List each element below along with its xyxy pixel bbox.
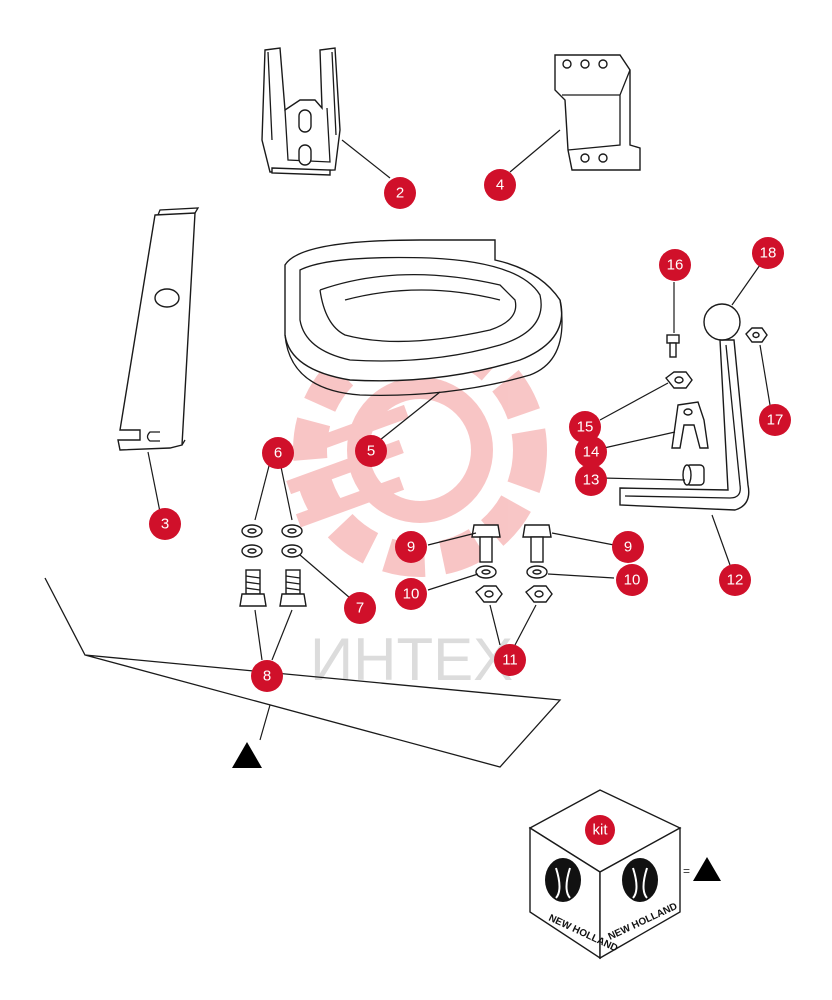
callout-17: 17 (759, 404, 791, 436)
callout-number: 15 (577, 419, 594, 436)
callout-number: 9 (624, 539, 632, 556)
callout-badge (494, 644, 526, 676)
callout-badge (569, 411, 601, 443)
callout-badge (262, 437, 294, 469)
callout-18: 18 (752, 237, 784, 269)
callout-number: 14 (583, 444, 600, 461)
part-7-lock-washers (241, 544, 303, 558)
watermark-text: ИНТЕХ (310, 626, 513, 693)
callout-number: 7 (356, 600, 364, 617)
part-17-nut (745, 327, 768, 343)
callout-9: 9 (612, 531, 644, 563)
callout-12: 12 (719, 564, 751, 596)
callout-number: 4 (496, 177, 504, 194)
part-12-lever (619, 339, 750, 511)
part-18-knob (703, 303, 741, 341)
callout-number: 6 (274, 445, 282, 462)
part-2-bracket (261, 47, 341, 176)
equals-sign: = (683, 864, 690, 878)
callout-5: 5 (355, 435, 387, 467)
callout-badge (395, 531, 427, 563)
callout-badge (395, 578, 427, 610)
callout-4: 4 (484, 169, 516, 201)
callout-badge (759, 404, 791, 436)
kit-cube: NEW HOLLAND NEW HOLLAND (528, 789, 682, 960)
part-11-nuts (475, 585, 553, 603)
callout-8: 8 (251, 660, 283, 692)
callout-number: 3 (161, 516, 169, 533)
callout-number: 2 (396, 185, 404, 202)
callout-13: 13 (575, 464, 607, 496)
callout-2: 2 (384, 177, 416, 209)
callout-badge (355, 435, 387, 467)
callout-number: 9 (407, 539, 415, 556)
callout-badge (344, 592, 376, 624)
callout-3: 3 (149, 508, 181, 540)
callout-badge (752, 237, 784, 269)
callout-10: 10 (395, 578, 427, 610)
callout-14: 14 (575, 436, 607, 468)
leader-lines (147, 129, 771, 661)
callout-badge (149, 508, 181, 540)
kit-label: kit (593, 822, 609, 839)
callouts-layer: 2 3 4 5 6 7 8 9 9 10 10 11 12 13 14 15 16 17 18 (149, 169, 791, 692)
callout-badge (384, 177, 416, 209)
callout-11: 11 (494, 644, 526, 676)
part-8-bolts (239, 569, 307, 607)
part-15-nut (665, 371, 693, 389)
callout-badge (612, 531, 644, 563)
part-14-clip (671, 401, 709, 449)
callout-6: 6 (262, 437, 294, 469)
callout-badge (719, 564, 751, 596)
callout-number: 10 (403, 586, 420, 603)
callout-7: 7 (344, 592, 376, 624)
callout-badge (251, 660, 283, 692)
callout-number: 5 (367, 443, 375, 460)
part-6-washers (241, 524, 303, 538)
callout-badge (484, 169, 516, 201)
part-5-strip-coil (284, 239, 563, 396)
callout-10: 10 (616, 564, 648, 596)
callout-number: 10 (624, 572, 641, 589)
callout-number: 11 (502, 652, 518, 669)
callout-badge (575, 464, 607, 496)
kit-label-callout: kit (585, 815, 615, 845)
callout-badge (575, 436, 607, 468)
callout-number: 8 (263, 668, 271, 685)
kit-equals-triangle (693, 857, 721, 881)
callout-15: 15 (569, 411, 601, 443)
callout-number: 12 (727, 572, 744, 589)
callout-number: 18 (760, 245, 777, 262)
callout-number: 17 (767, 412, 784, 429)
part-13-cap (682, 464, 705, 486)
part-10-washers (475, 565, 548, 579)
part-9-bolts (471, 524, 552, 563)
part-4-bracket (554, 54, 641, 171)
callout-badge (659, 249, 691, 281)
kit-triangle-marker (232, 742, 262, 768)
part-16-screw (666, 334, 680, 358)
callout-number: 13 (583, 472, 600, 489)
kit-group-bracket (44, 577, 562, 768)
callout-number: 16 (667, 257, 684, 274)
callout-9: 9 (395, 531, 427, 563)
callout-badge (616, 564, 648, 596)
callout-16: 16 (659, 249, 691, 281)
part-3-bar (117, 207, 200, 451)
